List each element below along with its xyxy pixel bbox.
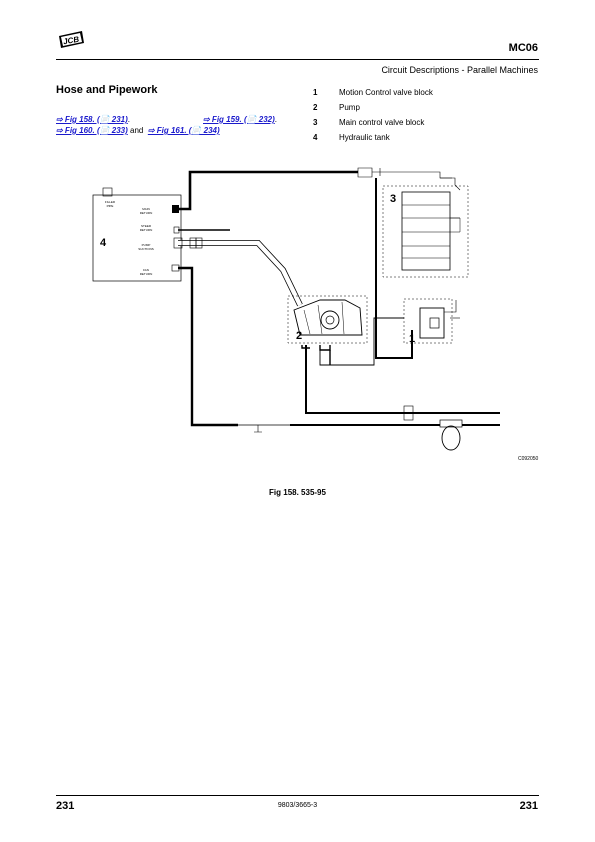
callout-1: 1 [409, 333, 415, 345]
page-title: Hose and Pipework [56, 84, 158, 96]
callout-2: 2 [296, 330, 302, 342]
svg-text:SUCTIONS: SUCTIONS [138, 247, 154, 251]
motion-control-valve-block [419, 307, 445, 339]
cross-ref-link[interactable]: ⇨ Fig 161. (📄 234) [147, 126, 220, 135]
cross-ref-suffix: . [127, 115, 131, 124]
cross-ref-link[interactable]: ⇨ Fig 159. (📄 232) [203, 115, 275, 124]
fan-return-hose [178, 266, 238, 427]
cross-ref-suffix: and [127, 126, 144, 135]
main-control-valve-block [401, 191, 451, 271]
footer-rule [56, 795, 539, 796]
figure-caption: Fig 158. 535-95 [269, 488, 326, 497]
main-return-hose [178, 170, 358, 211]
image-id: C092050 [518, 456, 539, 462]
page-number-left: 231 [56, 800, 75, 812]
pump-suction-hose [178, 240, 303, 307]
header-rule [56, 59, 539, 60]
jcb-logo: JCB [59, 31, 84, 48]
section-subtitle: Circuit Descriptions - Parallel Machines [381, 65, 538, 75]
motion-control-dashed-outline [403, 298, 453, 344]
pump-dashed-outline [287, 295, 368, 344]
tank-label-main-return: MAIN [142, 207, 150, 211]
pump-pressure-hose [305, 345, 500, 414]
callout-4: 4 [100, 237, 107, 249]
document-number: 9803/3665-3 [277, 802, 318, 809]
tank-label-fan-return: FAN [143, 268, 149, 272]
pump [293, 299, 363, 336]
oil-filter [441, 425, 461, 451]
tank-label-filler: FILLER [105, 200, 116, 204]
tank-label-steer-return: STEER [141, 224, 152, 228]
logo-text: JCB [62, 35, 80, 47]
control-valve-hose [375, 178, 413, 359]
callout-3: 3 [390, 193, 396, 205]
svg-text:RETURN: RETURN [140, 211, 153, 215]
svg-text:PIPE: PIPE [107, 204, 114, 208]
svg-text:RETURN: RETURN [140, 228, 153, 232]
tank-label-pump-suctions: PUMP [142, 243, 151, 247]
cross-ref-suffix: . [274, 115, 278, 124]
cross-ref-3-wrap: ⇨ Fig 160. (📄 233) and ⇨ Fig 161. (📄 234… [56, 120, 220, 138]
cross-ref-2-wrap: ⇨ Fig 159. (📄 232). [203, 109, 277, 127]
filler-pipe [102, 187, 113, 197]
section-code: MC06 [508, 42, 538, 54]
svg-text:RETURN: RETURN [140, 272, 153, 276]
page-number-right: 231 [519, 800, 538, 812]
cross-ref-1-wrap: ⇨ Fig 158. (📄 231). [56, 109, 130, 127]
cross-ref-link[interactable]: ⇨ Fig 160. (📄 233) [56, 126, 128, 135]
cross-ref-link[interactable]: ⇨ Fig 158. (📄 231) [56, 115, 128, 124]
